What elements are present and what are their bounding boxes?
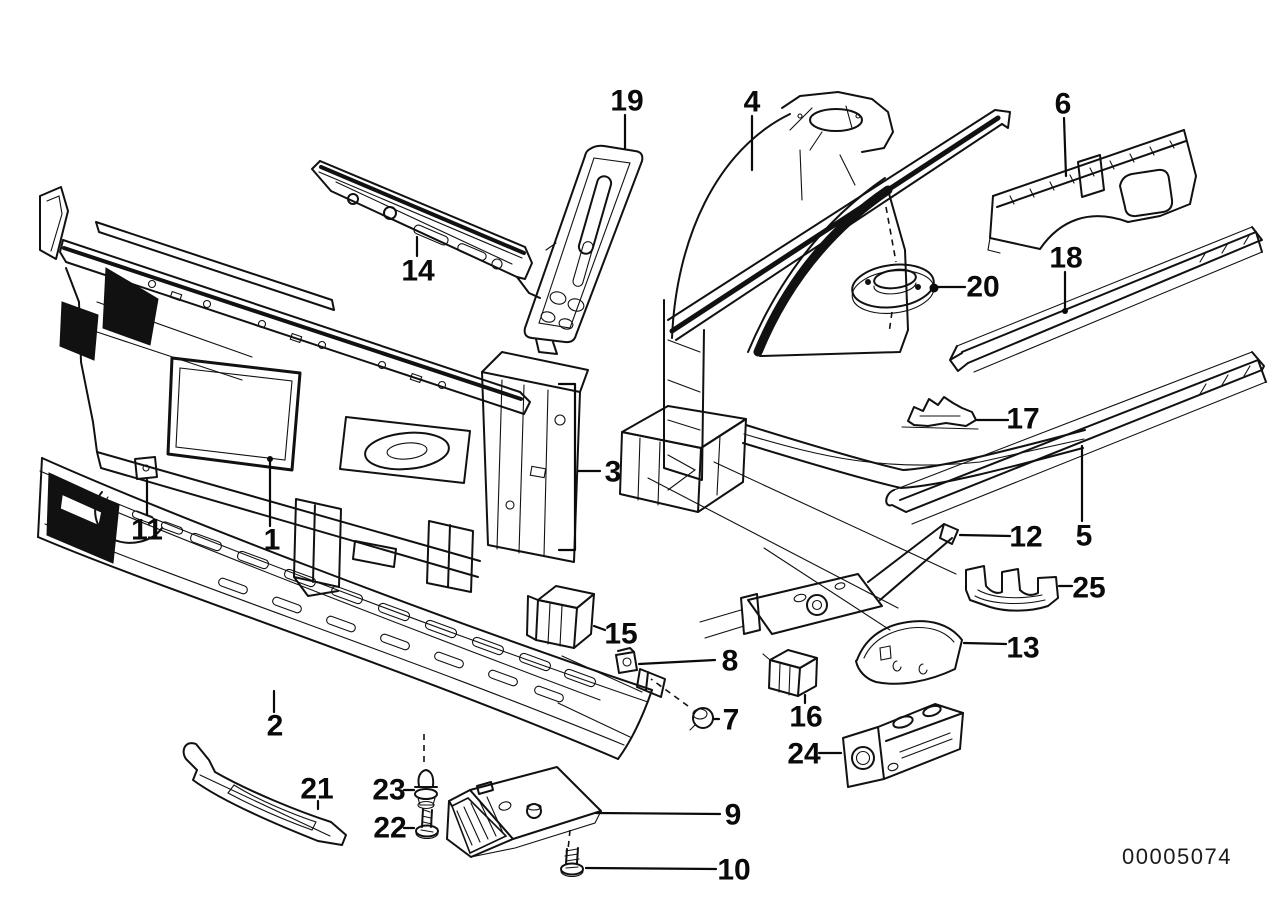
callout-5[interactable]: 5 [1076,444,1093,553]
callout-13-number[interactable]: 13 [1006,632,1039,665]
part-8-clip-drawing [615,647,638,674]
part-19-panel-drawing [523,144,644,355]
callout-20-number[interactable]: 20 [966,271,999,304]
callout-15[interactable]: 15 [592,618,638,651]
callout-8[interactable]: 8 [637,645,739,678]
part-18-rail-drawing [949,226,1263,373]
callout-5-number[interactable]: 5 [1076,520,1093,553]
callout-17-number[interactable]: 17 [1006,403,1039,436]
callout-21[interactable]: 21 [300,773,334,811]
callout-10-number[interactable]: 10 [717,854,750,887]
callout-21-number[interactable]: 21 [300,773,333,806]
callout-16-number[interactable]: 16 [789,701,822,734]
callout-9-leader-line [594,811,722,816]
callout-14-number[interactable]: 14 [401,255,435,288]
callout-10-leader-line [584,866,718,871]
callout-20-anchor-dot [929,283,939,293]
callout-2-number[interactable]: 2 [267,710,284,743]
callout-17[interactable]: 17 [975,403,1040,436]
callout-11[interactable]: 11 [131,478,163,547]
part-23-pin-drawing [414,769,438,810]
callout-22[interactable]: 22 [373,812,416,845]
callout-15-number[interactable]: 15 [604,618,637,651]
callout-18[interactable]: 18 [1049,242,1083,315]
part-22-screw-drawing [415,808,439,840]
callout-7-number[interactable]: 7 [723,704,740,737]
part-1-front-panel-drawing [39,186,589,597]
callout-16[interactable]: 16 [789,693,823,734]
callout-1-anchor-dot [267,456,273,462]
callout-24[interactable]: 24 [787,738,843,771]
callout-12-leader-line [958,533,1012,538]
callout-24-number[interactable]: 24 [787,738,821,771]
callout-14[interactable]: 14 [401,235,435,288]
callout-19-number[interactable]: 19 [610,85,643,118]
callout-13[interactable]: 13 [962,632,1040,665]
part-6-support-drawing [987,129,1197,254]
callout-2[interactable]: 2 [267,689,284,743]
callout-12[interactable]: 12 [958,521,1043,554]
part-2-bumper-drawing [37,457,666,760]
callout-3-number[interactable]: 3 [605,456,622,489]
callout-20[interactable]: 20 [929,271,1000,304]
callout-4-number[interactable]: 4 [744,86,761,119]
part-17-bracket-drawing [901,396,979,430]
part-5-rail-drawing [885,351,1267,525]
callout-18-anchor-dot [1062,308,1068,314]
part-14-cross-member-drawing [311,160,541,299]
callout-18-number[interactable]: 18 [1049,242,1082,275]
callout-15-leader-line [592,624,607,632]
callout-10[interactable]: 10 [584,854,751,887]
part-25-clamp-drawing [965,565,1059,612]
part-4-wheelhouse-drawing [663,91,1011,481]
part-11-clip-drawing [94,456,163,544]
callout-8-number[interactable]: 8 [722,645,739,678]
callout-23-number[interactable]: 23 [372,774,405,807]
callout-11-number[interactable]: 11 [131,514,163,547]
callout-25[interactable]: 25 [1057,572,1106,605]
callout-9[interactable]: 9 [594,799,742,832]
part-3-bracket-drawing [557,382,1086,552]
part-12-engine-support-drawing [699,523,959,639]
part-7-plug-drawing [689,707,714,731]
figure-id-code: 00005074 [1122,844,1232,869]
part-20-grommet-drawing [851,206,935,334]
callout-8-leader-line [637,658,717,666]
callout-23[interactable]: 23 [372,774,416,807]
exploded-view-alignment-lines [423,461,957,851]
callout-1-number[interactable]: 1 [264,524,281,557]
callout-7[interactable]: 7 [712,704,740,737]
callout-6-leader-line [1062,116,1068,178]
callout-4[interactable]: 4 [744,86,761,172]
callout-6[interactable]: 6 [1055,88,1072,178]
part-15-box-bracket-drawing [526,585,595,649]
callout-13-leader-line [962,641,1008,646]
callout-19[interactable]: 19 [610,85,644,150]
part-13-bracket-drawing [855,620,963,685]
callout-25-number[interactable]: 25 [1072,572,1105,605]
callout-1[interactable]: 1 [264,456,281,557]
part-10-screw-drawing [560,847,584,878]
callout-3[interactable]: 3 [576,456,622,489]
callout-6-number[interactable]: 6 [1055,88,1072,121]
part-9-deflector-drawing [446,766,602,858]
callout-9-number[interactable]: 9 [725,799,742,832]
callout-22-number[interactable]: 22 [373,812,406,845]
part-24-mount-bracket-drawing [842,703,964,788]
part-21-air-duct-drawing [182,742,347,846]
callout-12-number[interactable]: 12 [1009,521,1042,554]
part-16-box-bracket-drawing [762,649,818,697]
